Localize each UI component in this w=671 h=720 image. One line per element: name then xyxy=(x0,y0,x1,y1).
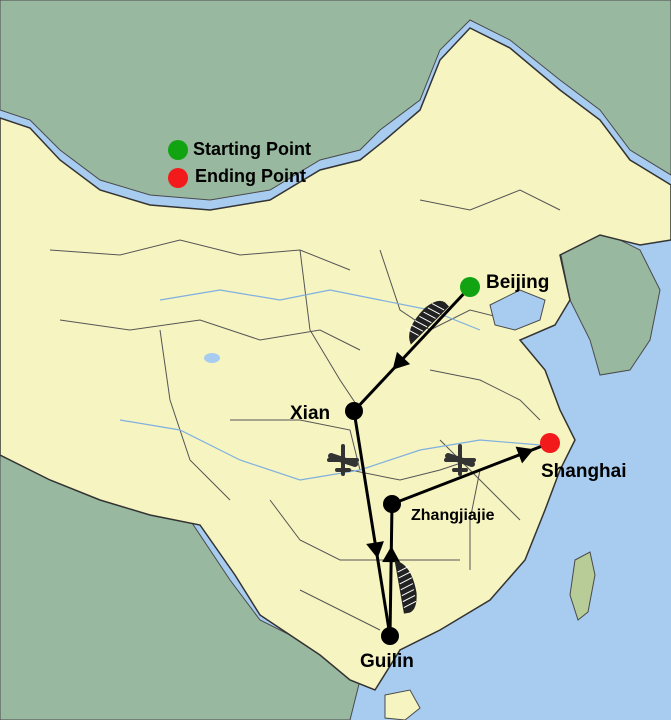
route-arrow-1 xyxy=(366,541,384,559)
train-icon xyxy=(406,300,450,345)
northern-neighbors xyxy=(0,0,671,201)
city-label-beijing: Beijing xyxy=(486,272,550,293)
transport-icons xyxy=(327,300,476,614)
city-marker-xian xyxy=(345,402,363,420)
city-marker-guilin xyxy=(381,627,399,645)
bohai-sea xyxy=(489,289,546,331)
city-marker-shanghai xyxy=(540,433,560,453)
city-marker-zhangjiajie xyxy=(383,495,401,513)
plane-icon xyxy=(327,444,359,476)
route-layer xyxy=(352,285,551,637)
taiwan xyxy=(569,551,596,621)
city-marker-beijing xyxy=(460,277,480,297)
city-label-xian: Xian xyxy=(290,403,331,424)
route-arrow-0 xyxy=(392,351,411,370)
legend-start-dot xyxy=(168,140,188,160)
plane-icon xyxy=(444,444,476,476)
city-label-zhangjiajie: Zhangjiajie xyxy=(411,507,495,524)
hainan xyxy=(384,689,421,720)
city-markers xyxy=(345,277,560,645)
legend-end-label: Ending Point xyxy=(195,166,306,186)
route-arrow-3 xyxy=(515,446,534,464)
province-borders xyxy=(49,189,561,631)
route-segment-guilin-zhangjiajie xyxy=(388,503,394,637)
china xyxy=(0,27,671,691)
train-icon xyxy=(394,560,417,614)
route-segment-beijing-xian xyxy=(352,285,472,413)
city-label-guilin: Guilin xyxy=(360,651,414,672)
route-segment-xian-guilin xyxy=(352,410,392,637)
legend-end-dot xyxy=(168,168,188,188)
route-arrow-2 xyxy=(382,546,401,563)
lake xyxy=(204,353,220,363)
legend-start-label: Starting Point xyxy=(193,139,311,159)
city-label-shanghai: Shanghai xyxy=(541,461,627,482)
